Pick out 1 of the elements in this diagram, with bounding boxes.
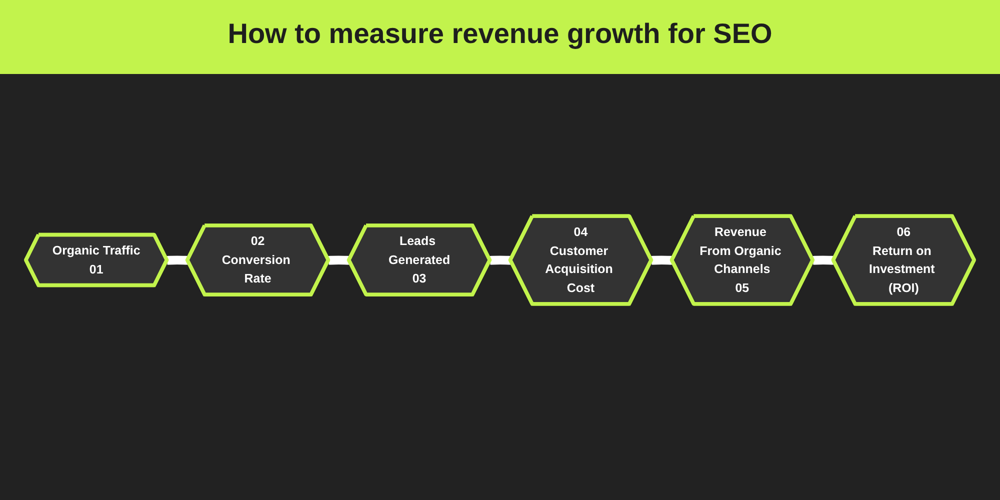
- title: How to measure revenue growth for SEO: [228, 18, 772, 50]
